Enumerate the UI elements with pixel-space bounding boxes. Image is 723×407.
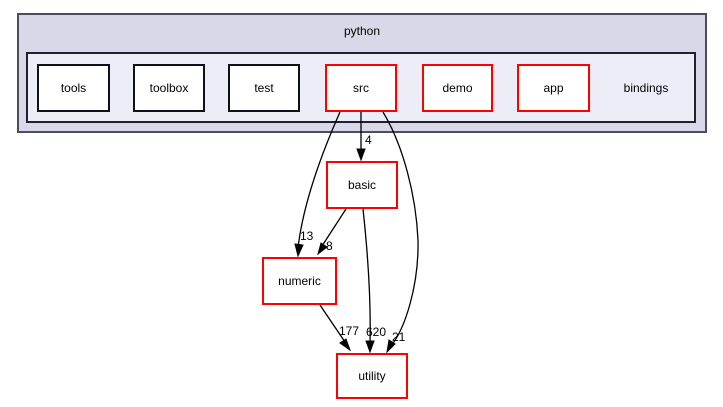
dir-node-src[interactable]: src [325,64,397,112]
edge-label-src-utility[interactable]: 21 [392,330,406,344]
dir-node-basic[interactable]: basic [326,161,398,209]
inner-cluster-label: bindings [623,81,669,95]
dir-node-tools[interactable]: tools [37,64,110,112]
edge-label-src-basic[interactable]: 4 [365,133,372,147]
dir-node-utility[interactable]: utility [336,353,408,399]
edge-basic-utility-path [362,208,371,345]
dir-node-numeric[interactable]: numeric [262,257,337,305]
edge-label-basic-numeric[interactable]: 8 [326,239,333,253]
dir-node-toolbox[interactable]: toolbox [133,64,205,112]
edge-basic-utility-arrowhead [365,340,375,354]
edge-numeric-utility-arrowhead [339,338,352,352]
edge-src-utility-path [382,111,419,348]
dir-node-app[interactable]: app [517,64,590,112]
edge-src-basic-arrowhead [356,148,366,162]
dir-node-demo[interactable]: demo [422,64,493,112]
edge-label-numeric-utility[interactable]: 177 [339,324,360,338]
edge-label-basic-utility[interactable]: 620 [366,325,387,339]
dir-node-test[interactable]: test [228,64,300,112]
edge-src-numeric-arrowhead [294,243,304,258]
edge-label-src-numeric[interactable]: 13 [300,229,314,243]
outer-cluster-label: python [343,24,381,38]
